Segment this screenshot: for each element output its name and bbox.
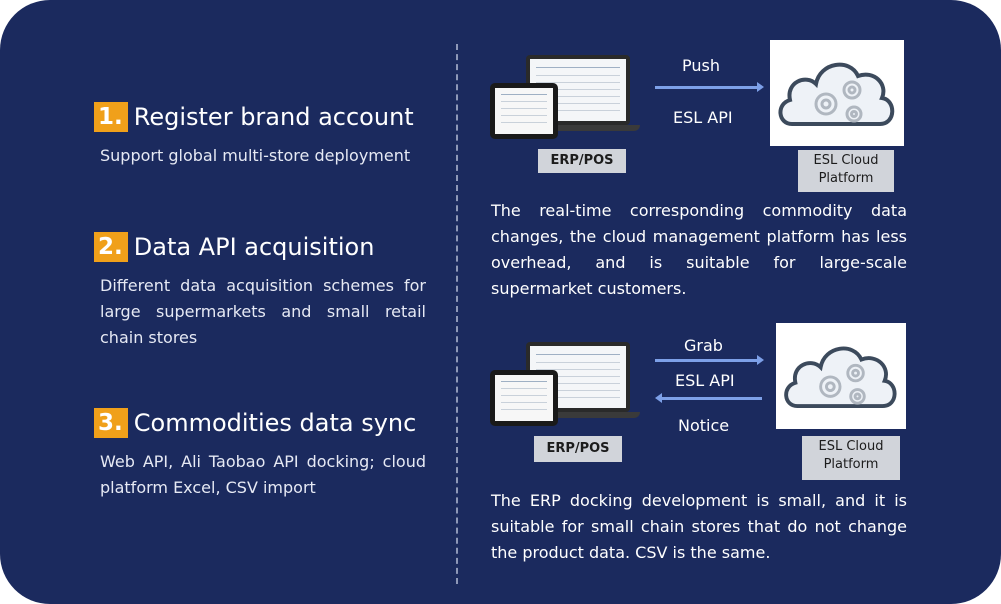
dashed-divider bbox=[456, 44, 458, 584]
esl-cloud-platform-label: ESL Cloud Platform bbox=[798, 150, 894, 192]
push-arrow bbox=[655, 82, 764, 92]
erp-pos-devices-icon bbox=[490, 342, 640, 432]
erp-pos-label: ERP/POS bbox=[534, 436, 622, 462]
cloud-gears-icon bbox=[776, 323, 906, 429]
step-data-api-acquisition: 2. Data API acquisition Different data a… bbox=[94, 230, 426, 351]
cloud-label-line2: Platform bbox=[818, 171, 874, 186]
push-label: Push bbox=[682, 56, 720, 75]
esl-api-label: ESL API bbox=[673, 108, 733, 127]
cloud-label-line1: ESL Cloud bbox=[818, 439, 884, 454]
step-register-brand-account: 1. Register brand account Support global… bbox=[94, 100, 426, 169]
step-number-badge: 3. bbox=[94, 408, 128, 438]
esl-api-label: ESL API bbox=[675, 371, 735, 390]
step-title: Commodities data sync bbox=[133, 409, 417, 437]
notice-label: Notice bbox=[678, 416, 730, 435]
cloud-gears-icon bbox=[770, 40, 904, 146]
diagram1-description: The real-time corresponding commodity da… bbox=[491, 201, 907, 298]
esl-cloud-platform-label: ESL Cloud Platform bbox=[802, 436, 900, 480]
erp-pos-devices-icon bbox=[490, 55, 640, 145]
step-number-badge: 1. bbox=[94, 102, 128, 132]
cloud-label-line1: ESL Cloud bbox=[813, 153, 879, 168]
step-description: Web API, Ali Taobao API docking; cloud p… bbox=[100, 452, 426, 497]
step-description: Support global multi-store deployment bbox=[100, 146, 411, 165]
step-number-badge: 2. bbox=[94, 232, 128, 262]
grab-label: Grab bbox=[684, 336, 723, 355]
step-description: Different data acquisition schemes for l… bbox=[100, 276, 426, 347]
step-title: Register brand account bbox=[133, 103, 414, 131]
erp-pos-label: ERP/POS bbox=[538, 149, 626, 173]
notice-arrow bbox=[655, 393, 762, 403]
step-commodities-data-sync: 3. Commodities data sync Web API, Ali Ta… bbox=[94, 406, 426, 501]
grab-arrow bbox=[655, 355, 764, 365]
diagram2-description: The ERP docking development is small, an… bbox=[491, 491, 907, 562]
cloud-label-line2: Platform bbox=[823, 457, 879, 472]
step-title: Data API acquisition bbox=[133, 233, 375, 261]
